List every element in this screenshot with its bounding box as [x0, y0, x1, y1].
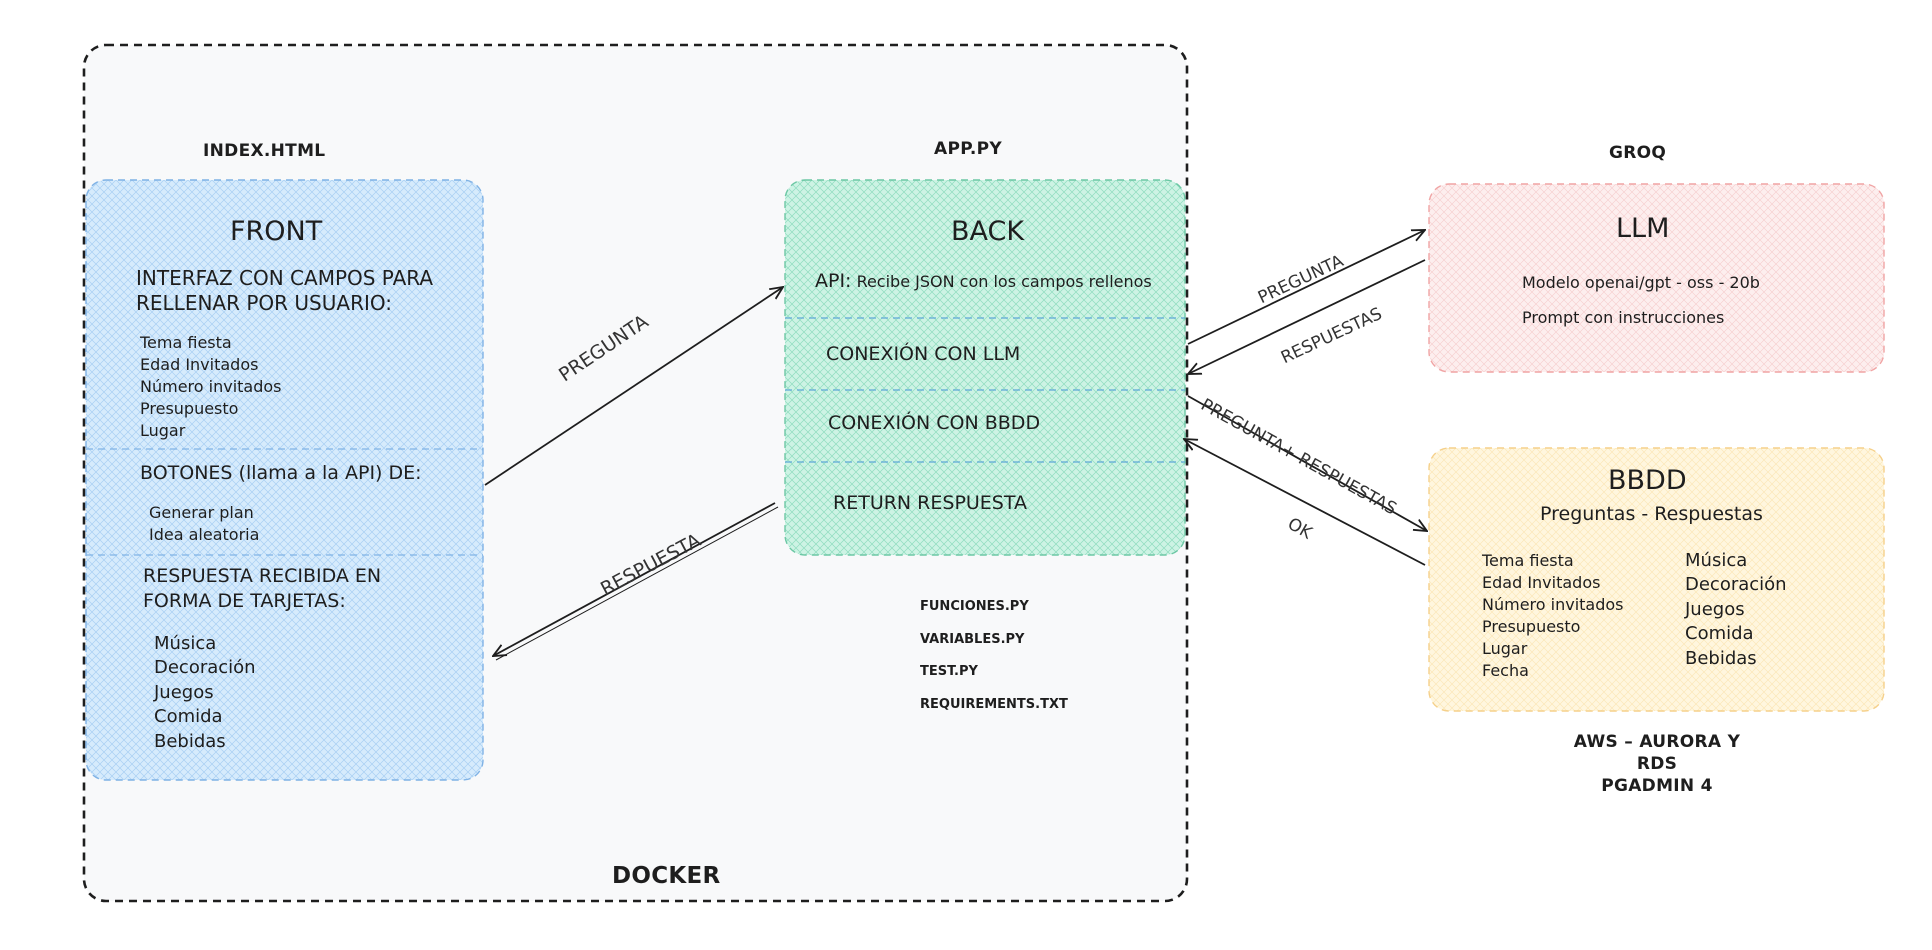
arrow-back-to-front	[493, 502, 776, 656]
front-title: FRONT	[230, 216, 323, 247]
bbdd-host-line: AWS – AURORA Y RDS	[1573, 732, 1741, 774]
bbdd-host-line: PGADMIN 4	[1601, 776, 1713, 796]
list-item: Decoración	[1685, 574, 1787, 596]
list-item: Número invitados	[140, 377, 282, 396]
list-item: Bebidas	[154, 730, 226, 752]
list-item: Edad Invitados	[1482, 573, 1601, 592]
bbdd-box	[1428, 447, 1885, 712]
list-item: TEST.PY	[920, 664, 978, 679]
front-button-list: Generar plan Idea aleatoria	[149, 502, 259, 546]
list-item: REQUIREMENTS.TXT	[920, 696, 1068, 712]
list-item: Bebidas	[1685, 647, 1757, 669]
list-item: Lugar	[140, 421, 186, 440]
list-item: Música	[154, 633, 217, 654]
list-item: Juegos	[1685, 598, 1745, 620]
llm-detail-line: Prompt con instrucciones	[1522, 308, 1725, 327]
list-item: FUNCIONES.PY	[920, 599, 1029, 614]
front-form-heading: INTERFAZ CON CAMPOS PARA RELLENAR POR US…	[136, 266, 433, 316]
docker-label: DOCKER	[612, 863, 721, 889]
list-item: Edad Invitados	[140, 355, 259, 374]
bbdd-right-list: Música Decoración Juegos Comida Bebidas	[1685, 549, 1787, 671]
bbdd-host-label: AWS – AURORA Y RDS PGADMIN 4	[1552, 731, 1762, 797]
list-item: Juegos	[154, 681, 214, 703]
list-item: Presupuesto	[1482, 617, 1581, 636]
bbdd-left-list: Tema fiesta Edad Invitados Número invita…	[1482, 550, 1624, 682]
front-field-list: Tema fiesta Edad Invitados Número invita…	[140, 332, 282, 442]
arrow-front-to-back	[484, 287, 783, 486]
front-response-heading-line: RESPUESTA RECIBIDA EN	[143, 565, 382, 587]
back-title: BACK	[951, 216, 1025, 247]
list-item: Comida	[154, 706, 223, 728]
list-item: Fecha	[1482, 661, 1529, 680]
back-file-list: FUNCIONES.PY VARIABLES.PY TEST.PY REQUIR…	[920, 591, 1068, 721]
back-section-llm: CONEXIÓN CON LLM	[826, 343, 1021, 365]
llm-details: Modelo openai/gpt - oss - 20b Prompt con…	[1522, 265, 1760, 335]
front-response-heading-line: FORMA DE TARJETAS:	[143, 590, 346, 612]
llm-box	[1428, 183, 1885, 373]
list-item: Lugar	[1482, 639, 1528, 658]
list-item: Decoración	[154, 657, 256, 679]
list-item: Comida	[1685, 623, 1754, 645]
arrow-back-to-bbdd	[1187, 395, 1427, 531]
front-response-heading: RESPUESTA RECIBIDA EN FORMA DE TARJETAS:	[143, 564, 381, 614]
list-item: VARIABLES.PY	[920, 631, 1025, 647]
back-api-prefix: API:	[815, 270, 852, 292]
list-item: Tema fiesta	[1482, 551, 1574, 570]
front-form-heading-line: INTERFAZ CON CAMPOS PARA	[136, 266, 434, 290]
back-box	[784, 179, 1186, 556]
list-item: Número invitados	[1482, 595, 1624, 614]
front-card-list: Música Decoración Juegos Comida Bebidas	[154, 632, 256, 754]
list-item: Tema fiesta	[140, 333, 232, 352]
bbdd-title: BBDD	[1608, 465, 1687, 496]
list-item: Presupuesto	[140, 399, 239, 418]
arrow-back-to-front-shadow	[495, 506, 779, 661]
list-item: Música	[1685, 550, 1748, 571]
front-file-label: INDEX.HTML	[203, 141, 326, 161]
front-box	[85, 179, 484, 781]
llm-title: LLM	[1616, 213, 1670, 244]
arrow-back-to-llm	[1187, 230, 1425, 345]
back-section-bbdd: CONEXIÓN CON BBDD	[828, 412, 1041, 434]
arrow-bbdd-to-back	[1184, 439, 1426, 566]
arrow-llm-to-back	[1188, 259, 1426, 374]
front-buttons-heading: BOTONES (llama a la API) DE:	[140, 462, 422, 484]
llm-detail-line: Modelo openai/gpt - oss - 20b	[1522, 273, 1760, 292]
front-form-heading-line: RELLENAR POR USUARIO:	[136, 291, 392, 315]
bbdd-subtitle: Preguntas - Respuestas	[1540, 503, 1763, 525]
back-section-return: RETURN RESPUESTA	[833, 492, 1027, 514]
back-file-label: APP.PY	[934, 139, 1002, 159]
back-api-text: Recibe JSON con los campos rellenos	[856, 272, 1152, 291]
list-item: Idea aleatoria	[149, 525, 260, 544]
list-item: Generar plan	[149, 503, 254, 522]
back-api-line: API: Recibe JSON con los campos rellenos	[815, 270, 1152, 292]
llm-provider-label: GROQ	[1609, 143, 1667, 163]
